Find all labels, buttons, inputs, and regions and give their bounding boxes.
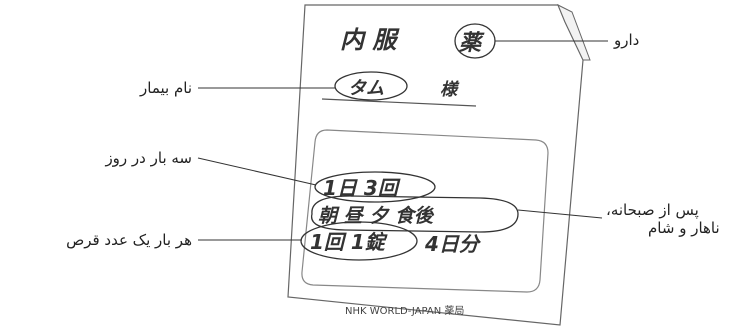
label-medicine: دارو [614, 31, 640, 49]
patient-name-circle [334, 71, 408, 101]
envelope-title: 内 服 [340, 26, 400, 54]
frequency-circle [314, 171, 436, 203]
leader-frequency [197, 157, 317, 186]
label-three-times-a-day: سه بار در روز [105, 149, 192, 167]
timing-oval [310, 195, 519, 233]
dose-text: 1回 1錠 [310, 230, 388, 254]
label-patient-name: نام بیمار [140, 79, 192, 97]
instruction-panel [301, 129, 549, 293]
dose-circle [300, 221, 418, 261]
envelope-flap [557, 3, 591, 61]
patient-honorific: 様 [440, 80, 460, 100]
label-one-tablet: هر بار یک عدد قرص [66, 231, 192, 249]
envelope-outline [287, 4, 584, 326]
label-after-meals-line1: پس از صبحانه، [606, 201, 699, 219]
medicine-kanji: 薬 [459, 31, 485, 56]
pharmacy-footer: NHK WORLD-JAPAN 薬局 [345, 305, 464, 317]
label-after-meals-line2: ناهار و شام [648, 219, 720, 237]
days-text: 4日分 [424, 232, 482, 256]
patient-name: タム [348, 78, 384, 99]
timing-text: 朝 昼 夕 食後 [318, 205, 435, 227]
patient-name-underline [321, 98, 477, 107]
leader-after-meals [517, 209, 603, 219]
